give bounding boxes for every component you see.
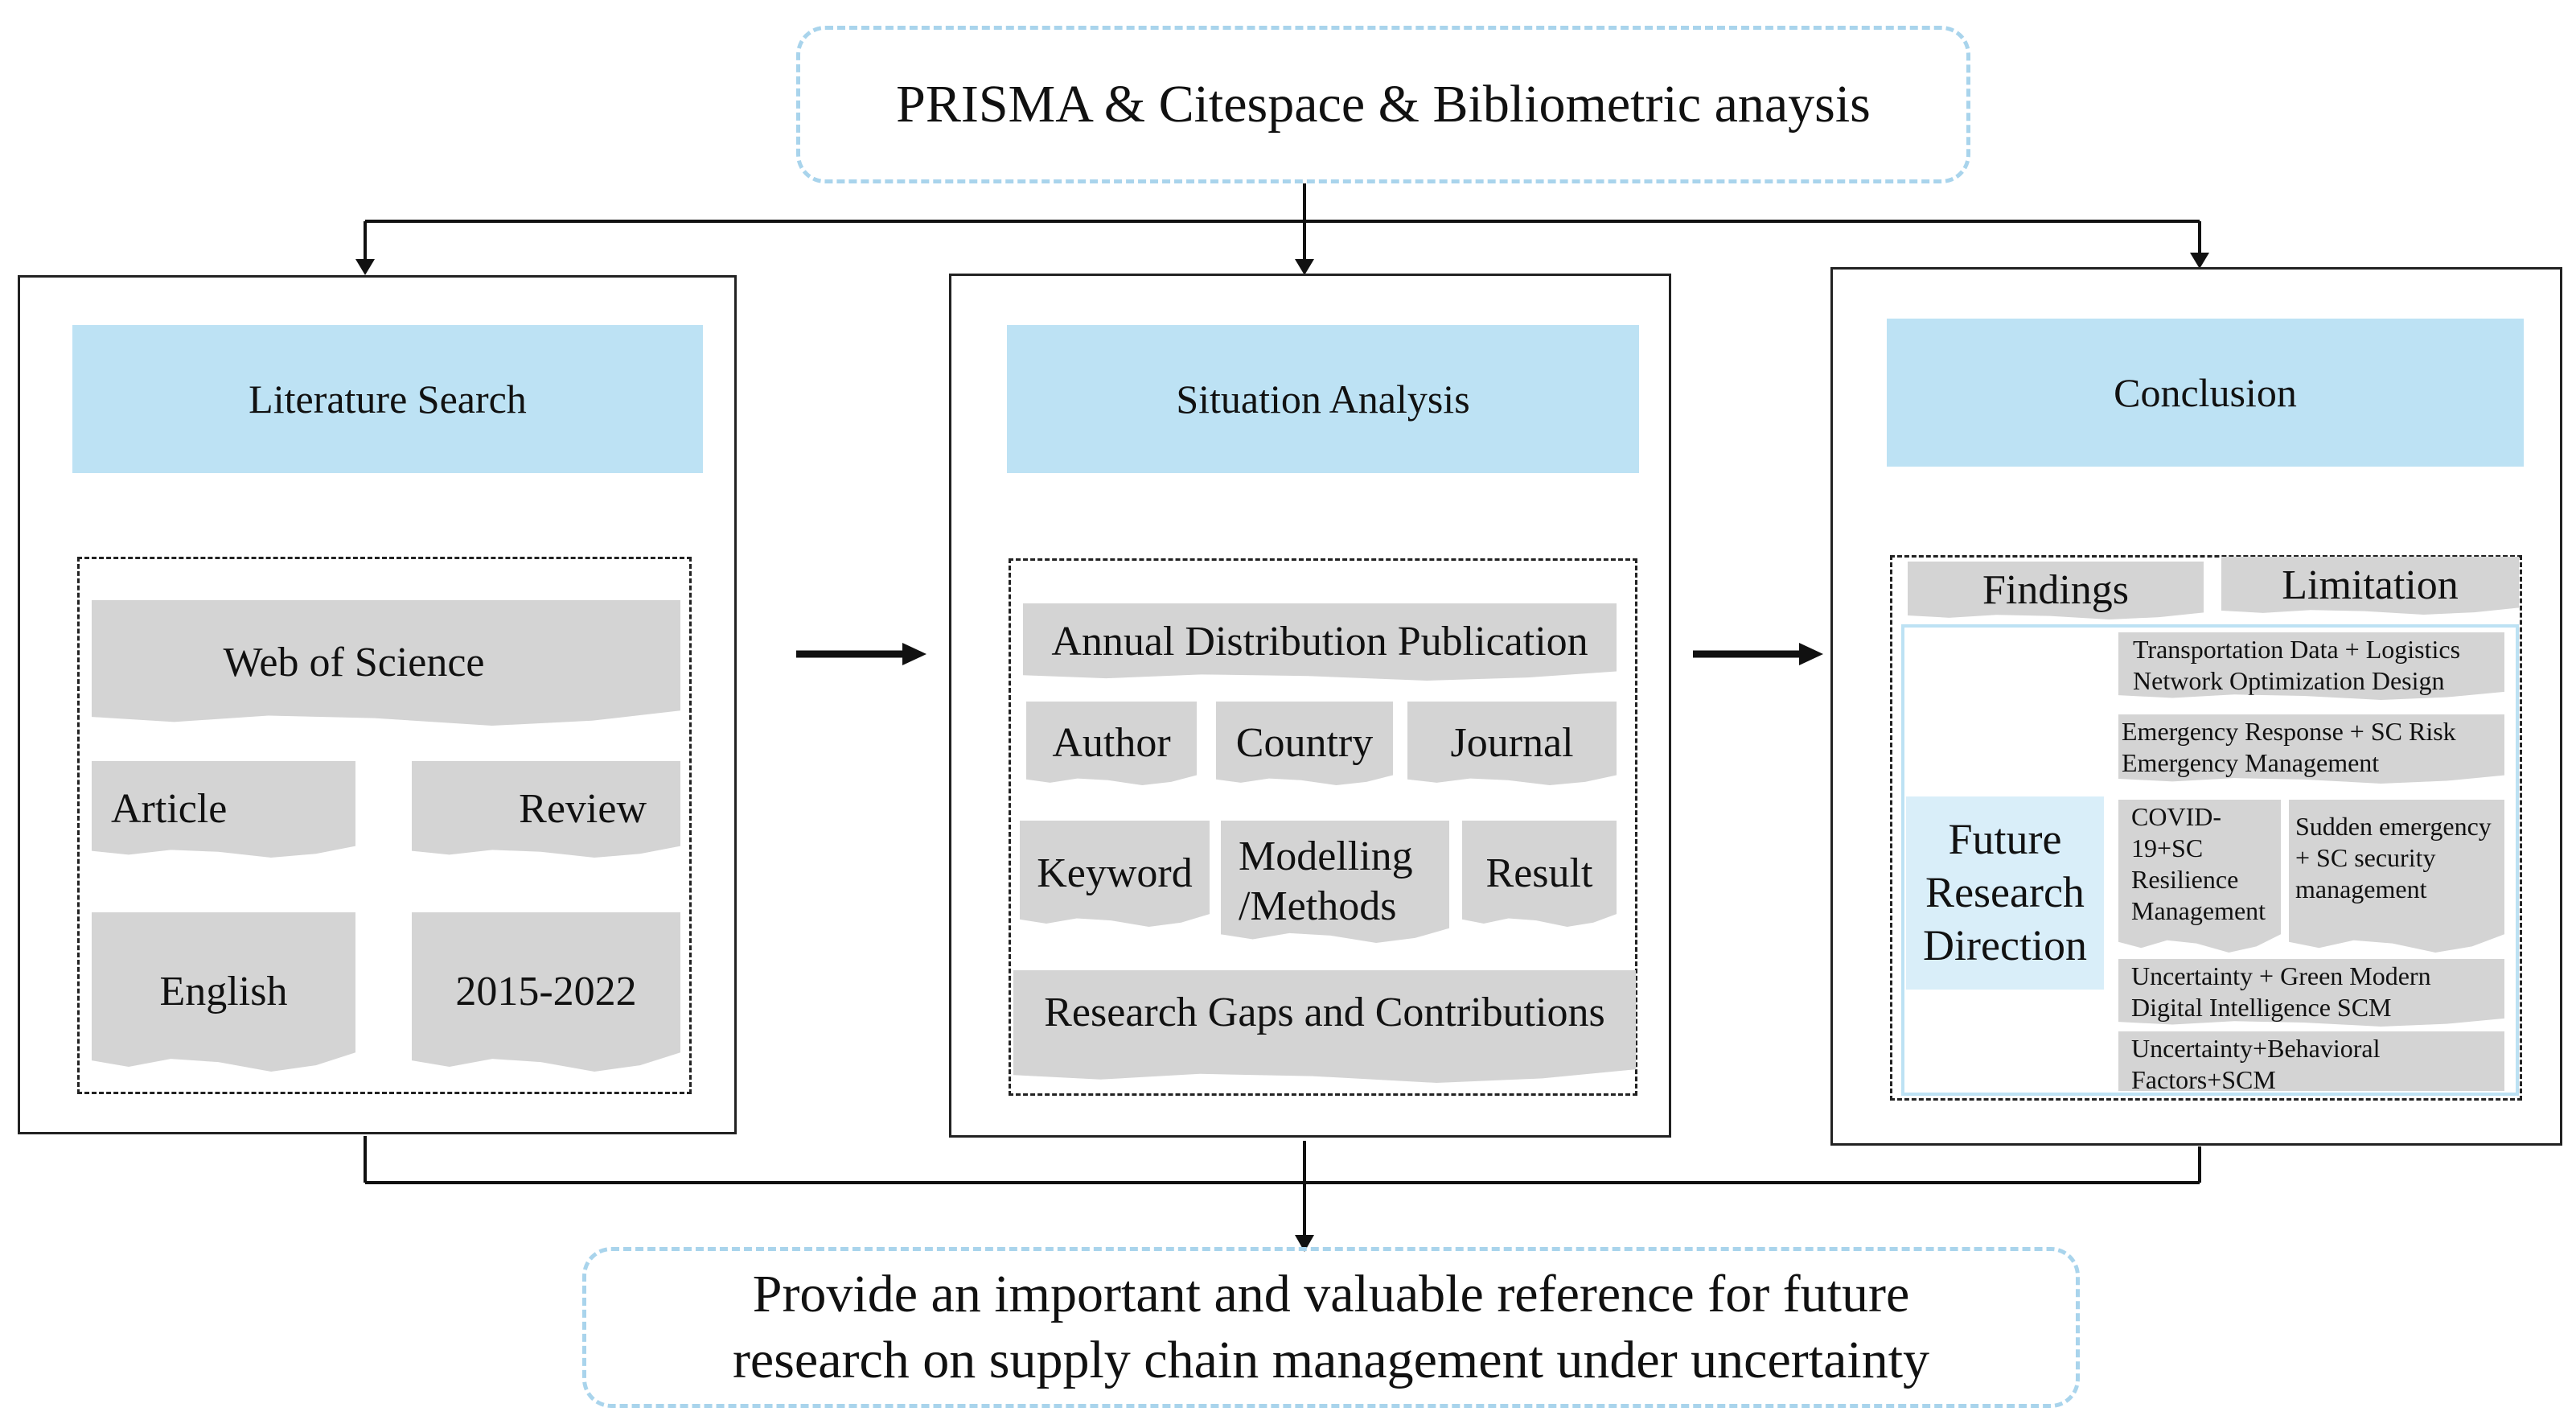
top-method-box: PRISMA & Citespace & Bibliometric anaysi… <box>796 26 1970 183</box>
years-item: 2015-2022 <box>412 912 680 1072</box>
literature-search-inner <box>77 557 692 1094</box>
direction-4-line3: management <box>2295 875 2427 904</box>
annual-distribution-label: Annual Distribution Publication <box>1051 618 1588 665</box>
limitation-label: Limitation <box>2282 562 2459 608</box>
direction-behavioral: Uncertainty+Behavioral Factors+SCM <box>2118 1031 2504 1094</box>
bottom-outcome-box: Provide an important and valuable refere… <box>582 1247 2080 1408</box>
keyword-label: Keyword <box>1037 850 1193 896</box>
english-item: English <box>92 912 355 1072</box>
web-of-science-label: Web of Science <box>223 639 485 685</box>
author-item: Author <box>1026 702 1197 785</box>
situation-analysis-inner <box>1009 558 1637 1096</box>
direction-3-line3: Resilience <box>2131 865 2239 895</box>
direction-5-line2: Digital Intelligence SCM <box>2131 993 2392 1023</box>
result-item: Result <box>1462 821 1617 927</box>
journal-item: Journal <box>1407 702 1617 785</box>
direction-4-line1: Sudden emergency <box>2295 812 2492 841</box>
bottom-outcome-line2: research on supply chain management unde… <box>732 1331 1930 1389</box>
arrowhead-situation <box>1295 259 1314 275</box>
direction-covid-resilience: COVID- 19+SC Resilience Management <box>2118 800 2281 953</box>
direction-6-line1: Uncertainty+Behavioral <box>2131 1034 2381 1063</box>
flow-arrowhead-1 <box>902 643 926 665</box>
findings-item: Findings <box>1908 562 2204 619</box>
result-label: Result <box>1485 850 1593 896</box>
direction-6-line2: Factors+SCM <box>2131 1065 2276 1095</box>
direction-3-line2: 19+SC <box>2131 833 2204 863</box>
top-method-text: PRISMA & Citespace & Bibliometric anaysi… <box>896 75 1871 134</box>
modelling-label: Modelling <box>1239 833 1413 879</box>
journal-label: Journal <box>1450 719 1574 766</box>
country-item: Country <box>1216 702 1393 785</box>
arrowhead-literature <box>355 259 375 275</box>
situation-analysis-header: Situation Analysis <box>1007 325 1639 473</box>
direction-green-digital: Uncertainty + Green Modern Digital Intel… <box>2118 959 2504 1027</box>
literature-search-title: Literature Search <box>249 377 527 422</box>
methods-label: /Methods <box>1239 883 1397 929</box>
direction-2-line2: Emergency Management <box>2122 748 2380 778</box>
direction-emergency-response: Emergency Response + SC Risk Emergency M… <box>2118 714 2504 784</box>
conclusion-title: Conclusion <box>2114 370 2297 415</box>
review-item: Review <box>412 761 680 858</box>
research-gaps-label: Research Gaps and Contributions <box>1044 990 1605 1035</box>
direction-sudden-emergency: Sudden emergency + SC security managemen… <box>2289 800 2504 953</box>
direction-4-line2: + SC security <box>2295 843 2436 873</box>
article-label: Article <box>111 785 228 832</box>
direction-3-line4: Management <box>2131 896 2266 926</box>
arrowhead-conclusion <box>2190 253 2209 269</box>
future-line1: Future <box>1948 815 2062 864</box>
direction-2-line1: Emergency Response + SC Risk <box>2122 717 2456 746</box>
conclusion-header: Conclusion <box>1887 319 2524 467</box>
research-gaps-item: Research Gaps and Contributions <box>1013 970 1636 1083</box>
modelling-methods-item: Modelling /Methods <box>1221 821 1449 943</box>
arrowhead-bottom <box>1295 1235 1314 1252</box>
keyword-item: Keyword <box>1020 821 1210 927</box>
future-research-box <box>1901 624 2519 1096</box>
direction-1-line2: Network Optimization Design <box>2133 666 2445 696</box>
future-research-direction: Future Research Direction <box>1906 796 2104 990</box>
situation-analysis-title: Situation Analysis <box>1176 377 1470 422</box>
flow-arrowhead-2 <box>1799 643 1823 665</box>
article-item: Article <box>92 761 355 858</box>
literature-search-header: Literature Search <box>72 325 703 473</box>
years-label: 2015-2022 <box>455 968 637 1014</box>
direction-1-line1: Transportation Data + Logistics <box>2133 635 2461 664</box>
future-line3: Direction <box>1923 920 2087 969</box>
direction-3-line1: COVID- <box>2131 802 2221 831</box>
findings-label: Findings <box>1982 566 2130 613</box>
web-of-science-item: Web of Science <box>92 600 680 726</box>
english-label: English <box>159 968 288 1014</box>
country-label: Country <box>1235 719 1374 766</box>
direction-5-line1: Uncertainty + Green Modern <box>2131 961 2431 990</box>
annual-distribution-item: Annual Distribution Publication <box>1023 603 1617 681</box>
review-label: Review <box>519 785 647 832</box>
future-line2: Research <box>1925 868 2085 917</box>
bottom-outcome-line1: Provide an important and valuable refere… <box>752 1264 1910 1323</box>
limitation-item: Limitation <box>2221 557 2519 615</box>
conclusion-inner <box>1890 555 2522 1101</box>
author-label: Author <box>1052 719 1171 766</box>
direction-transportation: Transportation Data + Logistics Network … <box>2118 632 2504 700</box>
